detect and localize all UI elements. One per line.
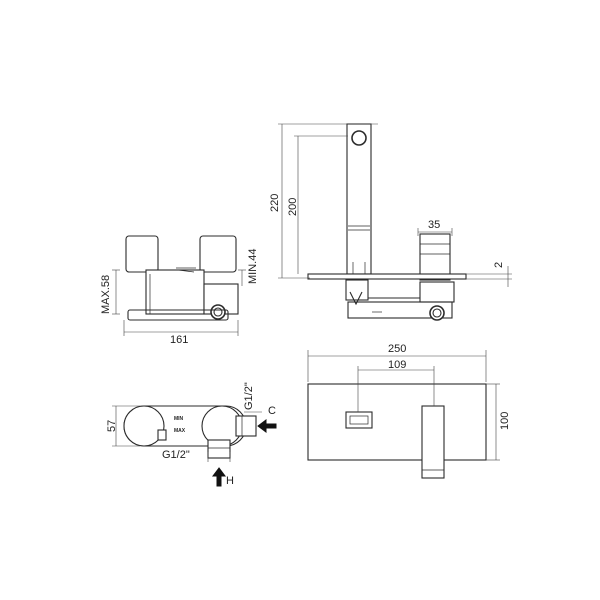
front-base	[347, 301, 453, 319]
arrow-h-icon	[212, 467, 226, 487]
plate-view: 250 109 100	[307, 343, 511, 479]
front-spout	[346, 123, 372, 275]
side-view: MAX.58 MIN.44 161	[100, 235, 259, 346]
front-plate	[307, 273, 467, 280]
side-outlet-ring	[210, 304, 226, 320]
top-view: MIN MAX 57 G1/2" G1/2" C H	[106, 382, 277, 487]
dim-100-label: 100	[499, 412, 511, 430]
top-min-label: MIN	[174, 416, 184, 422]
front-outlet-ring	[429, 305, 445, 321]
front-view: 220 200 35 2	[269, 123, 512, 321]
front-spout-outlet	[351, 130, 367, 146]
dim-57-label: 57	[106, 420, 118, 432]
top-max-label: MAX	[174, 428, 186, 434]
side-left-handle	[125, 235, 159, 273]
dim-200-label: 200	[287, 198, 299, 216]
wall-plate	[307, 383, 487, 461]
dim-161-label: 161	[170, 334, 188, 346]
plate-handle	[421, 405, 445, 479]
front-body-left	[345, 279, 369, 301]
side-body	[145, 269, 205, 315]
top-right-outlet	[235, 415, 257, 437]
dim-109-label: 109	[388, 359, 406, 371]
dim-250-label: 250	[388, 343, 406, 355]
label-c: C	[268, 405, 276, 417]
dim-220-label: 220	[269, 194, 281, 212]
top-left-cylinder	[123, 405, 165, 447]
top-g12-right-label: G1/2"	[243, 382, 255, 410]
plate-spout-inner	[349, 415, 369, 425]
dim-min44-label: MIN.44	[247, 249, 259, 284]
label-h: H	[226, 475, 234, 487]
front-body-right	[419, 281, 455, 303]
dim-max58-label: MAX.58	[100, 275, 112, 314]
side-right-handle	[199, 235, 237, 273]
top-bottom-outlet	[207, 439, 231, 459]
dim-2-label: 2	[493, 262, 505, 268]
side-base	[127, 309, 229, 321]
arrow-c-icon	[257, 419, 277, 433]
front-handle	[419, 233, 451, 281]
top-left-pipe	[157, 429, 167, 441]
top-g12-bottom-label: G1/2"	[162, 449, 190, 461]
dim-35-label: 35	[428, 219, 440, 231]
